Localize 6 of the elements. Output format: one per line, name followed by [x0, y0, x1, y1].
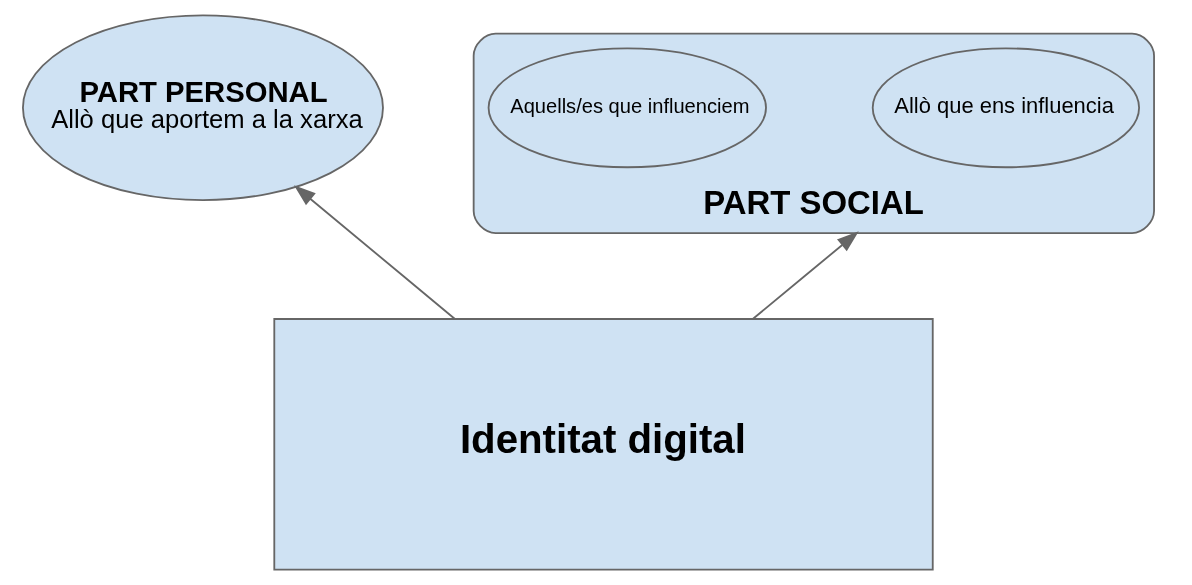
arrow — [293, 185, 456, 320]
arrow — [751, 231, 859, 320]
node-box: Identitat digital — [273, 318, 934, 571]
node-ellipse: Aquells/es que influenciem — [487, 47, 767, 169]
node-ellipse: Allò que ens influencia — [871, 47, 1140, 169]
node-ellipse: PART PERSONAL Allò que aportem a la xarxa — [22, 14, 384, 202]
